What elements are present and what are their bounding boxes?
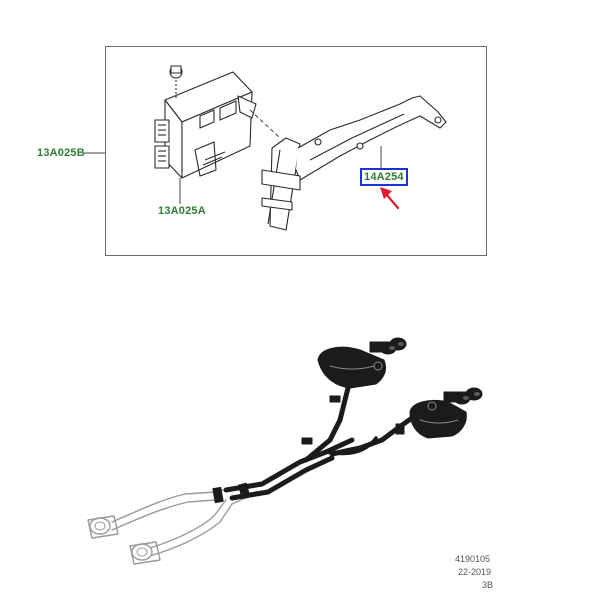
part-label-13a025a[interactable]: 13A025A (158, 205, 206, 217)
illustration-reference-number: 4190105 (455, 554, 491, 564)
alignment-line (249, 109, 281, 139)
detail-callout-box (105, 46, 487, 256)
part-label-14a254-highlighted[interactable]: 14A254 (360, 168, 408, 186)
mounting-bracket-drawing (261, 95, 447, 231)
control-module-drawing (154, 65, 257, 179)
red-arrow-icon (380, 187, 400, 210)
part-label-13a025b[interactable]: 13A025B (37, 147, 85, 159)
illustration-reference-sheet: 3B (482, 580, 494, 590)
illustration-reference-date: 22-2019 (458, 567, 492, 577)
exhaust-system-drawing (87, 337, 483, 565)
